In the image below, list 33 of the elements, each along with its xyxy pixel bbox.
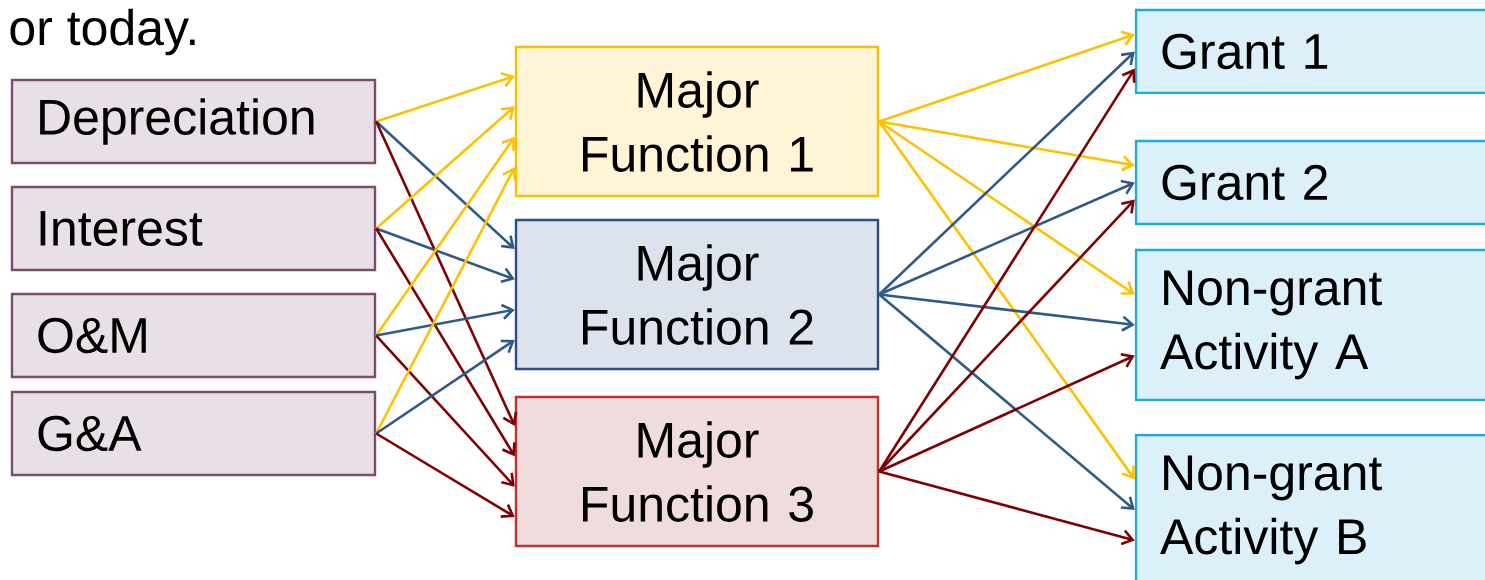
arrow [878, 51, 1135, 296]
arrow [879, 293, 1135, 332]
function-box: Major Function 1 [514, 45, 880, 198]
arrow [878, 293, 1135, 510]
activity-box: Non-grant Activity A [1134, 248, 1485, 402]
cost-box: Depreciation [10, 78, 377, 165]
function-box: Major Function 2 [514, 218, 880, 371]
activity-box: Grant 1 [1134, 8, 1485, 95]
arrow [879, 120, 1135, 172]
arrow [375, 136, 515, 337]
arrow [375, 120, 515, 250]
arrow [375, 432, 515, 518]
arrow [878, 179, 1135, 296]
activity-box: Grant 2 [1134, 139, 1485, 226]
cost-box: O&M [10, 292, 377, 379]
arrow [375, 72, 515, 123]
arrow [375, 303, 515, 337]
arrow [878, 199, 1135, 473]
arrow [375, 334, 515, 487]
arrow [375, 227, 516, 457]
function-box: Major Function 3 [514, 395, 880, 548]
arrow [375, 339, 515, 435]
arrow [878, 30, 1135, 123]
cost-box: Interest [10, 185, 377, 272]
arrow [375, 106, 515, 230]
arrow [878, 470, 1135, 546]
caption-text: or today. [10, 8, 195, 56]
activity-box: Non-grant Activity B [1134, 433, 1485, 580]
arrow [375, 227, 515, 283]
arrow [375, 166, 517, 435]
arrow [878, 352, 1135, 473]
cost-box: G&A [10, 390, 377, 477]
arrow [375, 120, 518, 427]
